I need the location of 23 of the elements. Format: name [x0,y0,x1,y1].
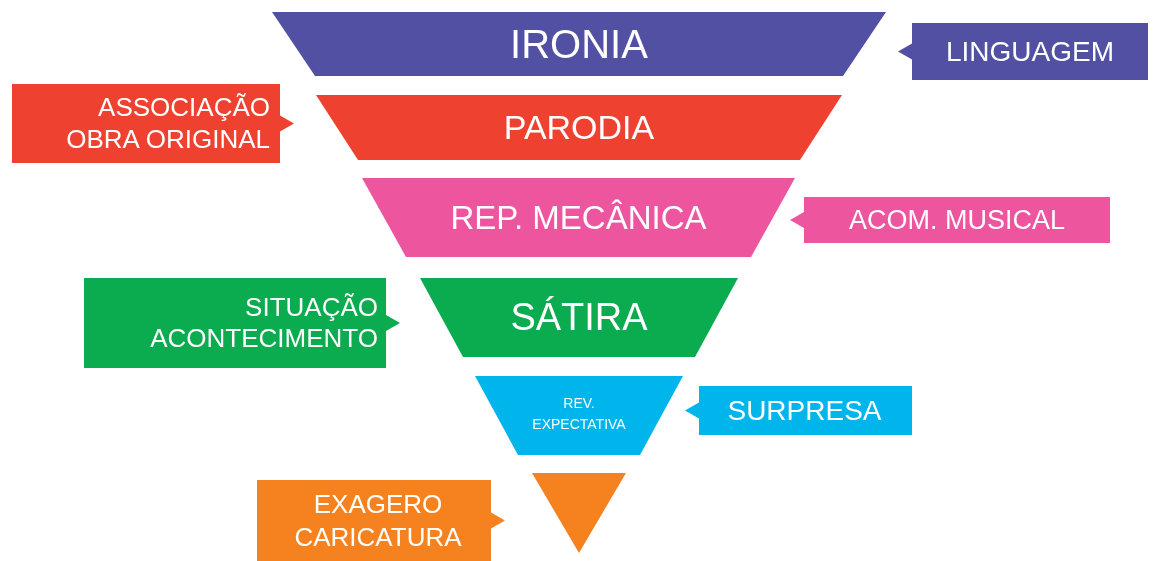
label-text: SÁTIRA [510,295,648,340]
label-text: SITUAÇÃO ACONTECIMENTO [149,291,378,355]
callout-tag [257,480,505,561]
callout-tag [685,386,912,435]
label-text: REV. EXPECTATIVA [531,393,627,434]
trapezoid-band [420,278,738,357]
trapezoid-band [475,376,683,455]
label-text: LINGUAGEM [946,34,1114,69]
trapezoid-band [316,95,842,160]
callout-tag [84,278,400,368]
label-text: IRONIA [510,21,648,68]
label-text: ACOM. MUSICAL [849,203,1065,237]
trapezoid-band [272,12,886,76]
trapezoid-band [362,178,795,257]
label-text: PARODIA [503,107,655,148]
label-text: SURPRESA [727,393,882,428]
label-text: REP. MECÂNICA [450,197,707,238]
label-text: ASSOCIAÇÃO OBRA ORIGINAL [65,92,270,155]
triangle-shape [532,473,626,553]
label-text: EXAGERO CARICATURA [293,488,463,553]
callout-tag [898,23,1148,80]
callout-tag [790,197,1110,243]
callout-tag [12,84,294,163]
